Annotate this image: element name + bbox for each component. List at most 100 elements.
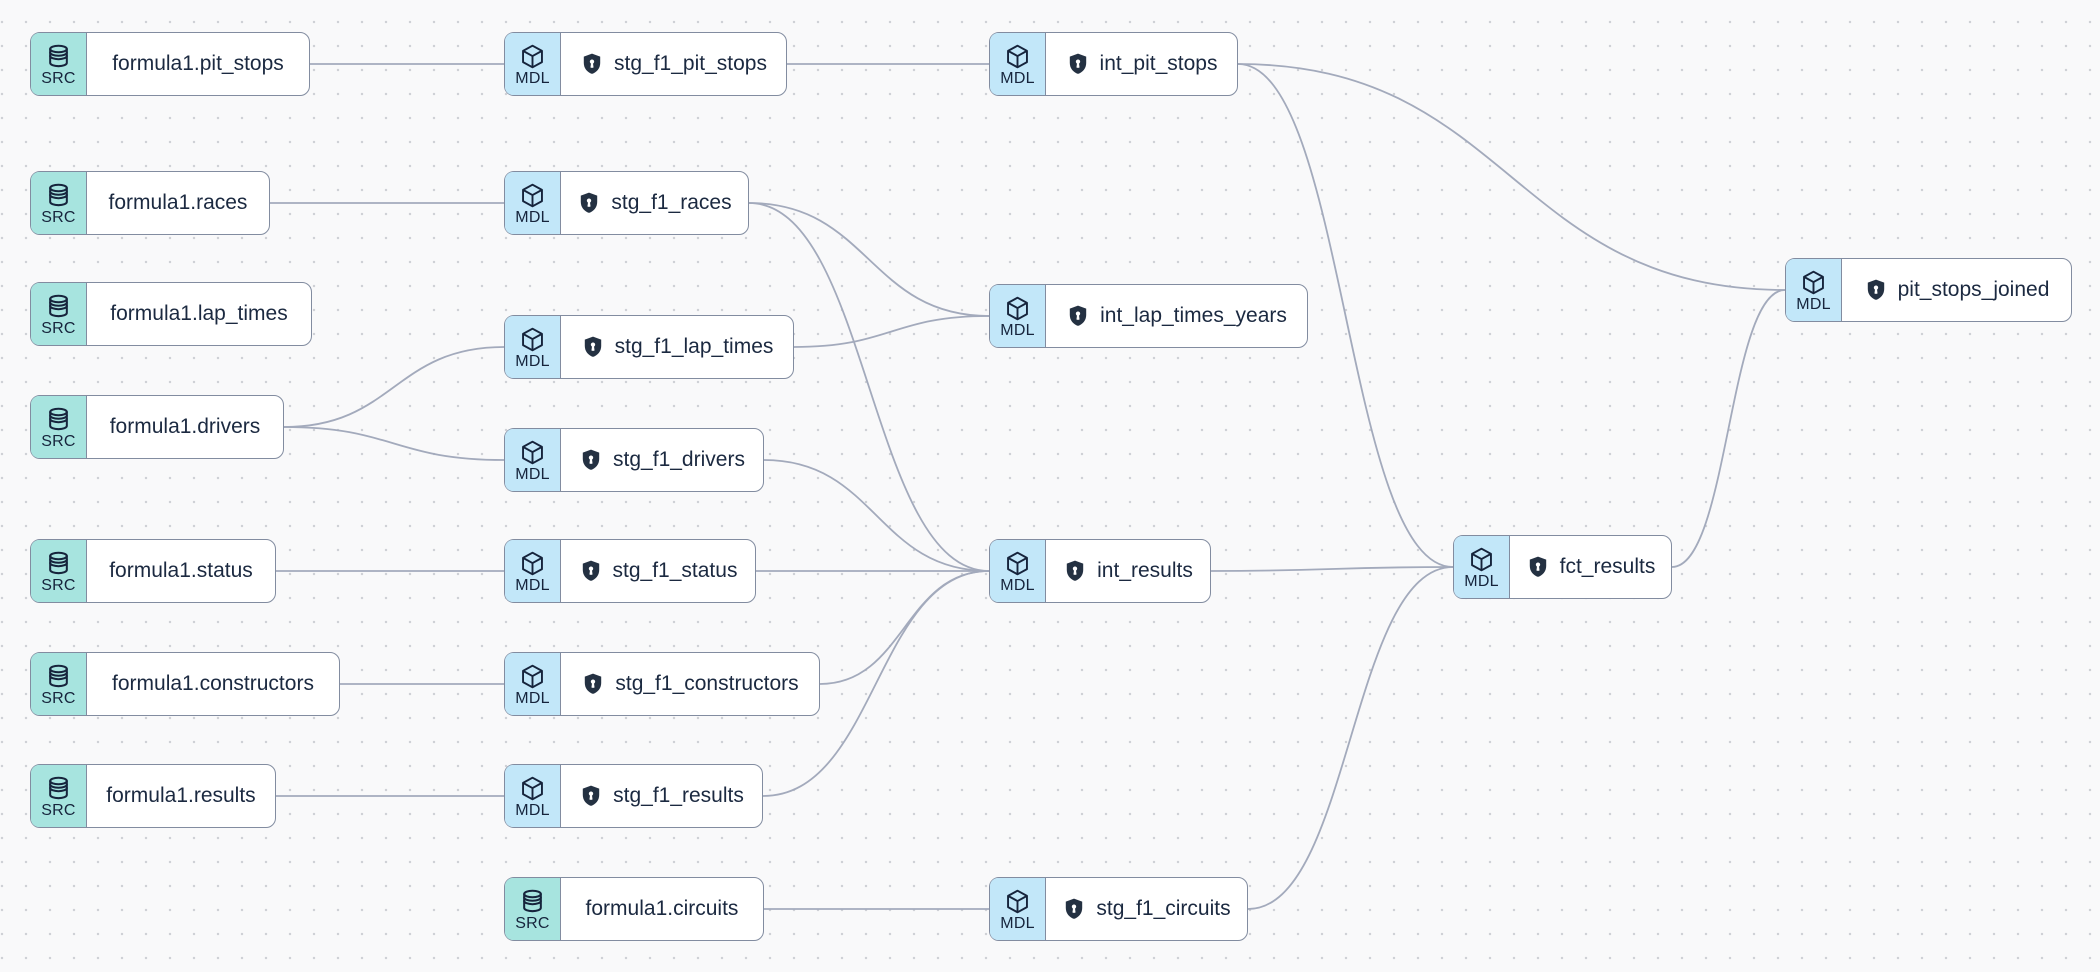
node-label: formula1.lap_times — [110, 302, 288, 325]
node-type-badge: SRC — [41, 690, 76, 708]
node-type-panel: SRC — [31, 172, 87, 234]
cube-icon — [1468, 546, 1495, 573]
node-stg_f1_results[interactable]: MDL stg_f1_results — [504, 764, 763, 828]
node-label: int_results — [1097, 559, 1193, 582]
node-body: formula1.results — [87, 765, 275, 827]
node-label: formula1.results — [106, 784, 256, 807]
node-body: formula1.circuits — [561, 878, 763, 940]
database-icon — [45, 293, 72, 320]
node-type-badge: MDL — [1000, 322, 1035, 340]
node-type-panel: MDL — [505, 540, 561, 602]
node-src_results[interactable]: SRC formula1.results — [30, 764, 276, 828]
node-int_results[interactable]: MDL int_results — [989, 539, 1211, 603]
node-fct_results[interactable]: MDL fct_results — [1453, 535, 1672, 599]
cube-icon — [1004, 43, 1031, 70]
node-type-badge: SRC — [41, 70, 76, 88]
node-type-panel: MDL — [990, 878, 1046, 940]
cube-icon — [519, 326, 546, 353]
node-type-panel: SRC — [505, 878, 561, 940]
node-body: stg_f1_results — [561, 765, 762, 827]
node-label: formula1.status — [109, 559, 253, 582]
shield-icon — [1864, 278, 1888, 302]
node-body: formula1.lap_times — [87, 283, 311, 345]
node-body: stg_f1_circuits — [1046, 878, 1247, 940]
node-type-badge: SRC — [41, 577, 76, 595]
node-type-panel: MDL — [505, 653, 561, 715]
node-src_constructors[interactable]: SRC formula1.constructors — [30, 652, 340, 716]
node-type-panel: MDL — [990, 33, 1046, 95]
shield-icon — [577, 191, 601, 215]
node-body: fct_results — [1510, 536, 1671, 598]
node-src_status[interactable]: SRC formula1.status — [30, 539, 276, 603]
node-stg_f1_lap_times[interactable]: MDL stg_f1_lap_times — [504, 315, 794, 379]
node-stg_f1_circuits[interactable]: MDL stg_f1_circuits — [989, 877, 1248, 941]
cube-icon — [1004, 295, 1031, 322]
cube-icon — [1004, 888, 1031, 915]
node-src_lap_times[interactable]: SRC formula1.lap_times — [30, 282, 312, 346]
node-type-panel: SRC — [31, 765, 87, 827]
edge-stg_f1_circuits-fct_results — [1247, 566, 1454, 910]
node-type-badge: MDL — [515, 353, 550, 371]
node-type-badge: MDL — [1464, 573, 1499, 591]
edge-int_pit_stops-pit_stops_joined — [1237, 63, 1786, 291]
node-label: stg_f1_races — [611, 191, 732, 214]
node-type-badge: SRC — [41, 802, 76, 820]
node-stg_f1_races[interactable]: MDL stg_f1_races — [504, 171, 749, 235]
node-body: stg_f1_pit_stops — [561, 33, 786, 95]
shield-icon — [1066, 52, 1090, 76]
node-body: stg_f1_drivers — [561, 429, 763, 491]
node-body: formula1.drivers — [87, 396, 283, 458]
cube-icon — [519, 775, 546, 802]
node-body: stg_f1_status — [561, 540, 755, 602]
shield-icon — [1526, 555, 1550, 579]
shield-icon — [581, 672, 605, 696]
node-type-badge: SRC — [41, 320, 76, 338]
node-type-badge: MDL — [515, 802, 550, 820]
node-int_pit_stops[interactable]: MDL int_pit_stops — [989, 32, 1238, 96]
node-src_races[interactable]: SRC formula1.races — [30, 171, 270, 235]
edge-stg_f1_results-int_results — [762, 570, 990, 797]
node-type-panel: MDL — [505, 765, 561, 827]
edge-stg_f1_races-int_results — [748, 202, 990, 572]
node-body: pit_stops_joined — [1842, 259, 2071, 321]
node-src_circuits[interactable]: SRC formula1.circuits — [504, 877, 764, 941]
node-label: stg_f1_lap_times — [614, 335, 774, 358]
node-body: int_pit_stops — [1046, 33, 1237, 95]
node-label: int_pit_stops — [1099, 52, 1218, 75]
shield-icon — [580, 52, 604, 76]
node-label: fct_results — [1559, 555, 1656, 578]
edge-stg_f1_lap_times-int_lap_times_years — [793, 315, 990, 348]
database-icon — [45, 663, 72, 690]
node-type-panel: SRC — [31, 33, 87, 95]
node-type-panel: SRC — [31, 653, 87, 715]
node-type-panel: MDL — [1454, 536, 1510, 598]
node-type-panel: MDL — [505, 172, 561, 234]
node-src_drivers[interactable]: SRC formula1.drivers — [30, 395, 284, 459]
node-type-badge: MDL — [1796, 296, 1831, 314]
node-src_pit_stops[interactable]: SRC formula1.pit_stops — [30, 32, 310, 96]
shield-icon — [1063, 559, 1087, 583]
node-type-badge: MDL — [515, 466, 550, 484]
node-stg_f1_drivers[interactable]: MDL stg_f1_drivers — [504, 428, 764, 492]
node-body: formula1.races — [87, 172, 269, 234]
shield-icon — [1066, 304, 1090, 328]
node-body: int_lap_times_years — [1046, 285, 1307, 347]
database-icon — [519, 888, 546, 915]
shield-icon — [581, 335, 605, 359]
node-pit_stops_joined[interactable]: MDL pit_stops_joined — [1785, 258, 2072, 322]
cube-icon — [519, 663, 546, 690]
node-label: int_lap_times_years — [1100, 304, 1287, 327]
database-icon — [45, 775, 72, 802]
node-body: formula1.constructors — [87, 653, 339, 715]
node-label: stg_f1_pit_stops — [614, 52, 767, 75]
node-stg_f1_pit_stops[interactable]: MDL stg_f1_pit_stops — [504, 32, 787, 96]
node-type-badge: SRC — [41, 433, 76, 451]
node-stg_f1_constructors[interactable]: MDL stg_f1_constructors — [504, 652, 820, 716]
node-label: formula1.pit_stops — [112, 52, 284, 75]
node-int_lap_times_years[interactable]: MDL int_lap_times_years — [989, 284, 1308, 348]
database-icon — [45, 406, 72, 433]
node-label: stg_f1_drivers — [613, 448, 745, 471]
node-stg_f1_status[interactable]: MDL stg_f1_status — [504, 539, 756, 603]
